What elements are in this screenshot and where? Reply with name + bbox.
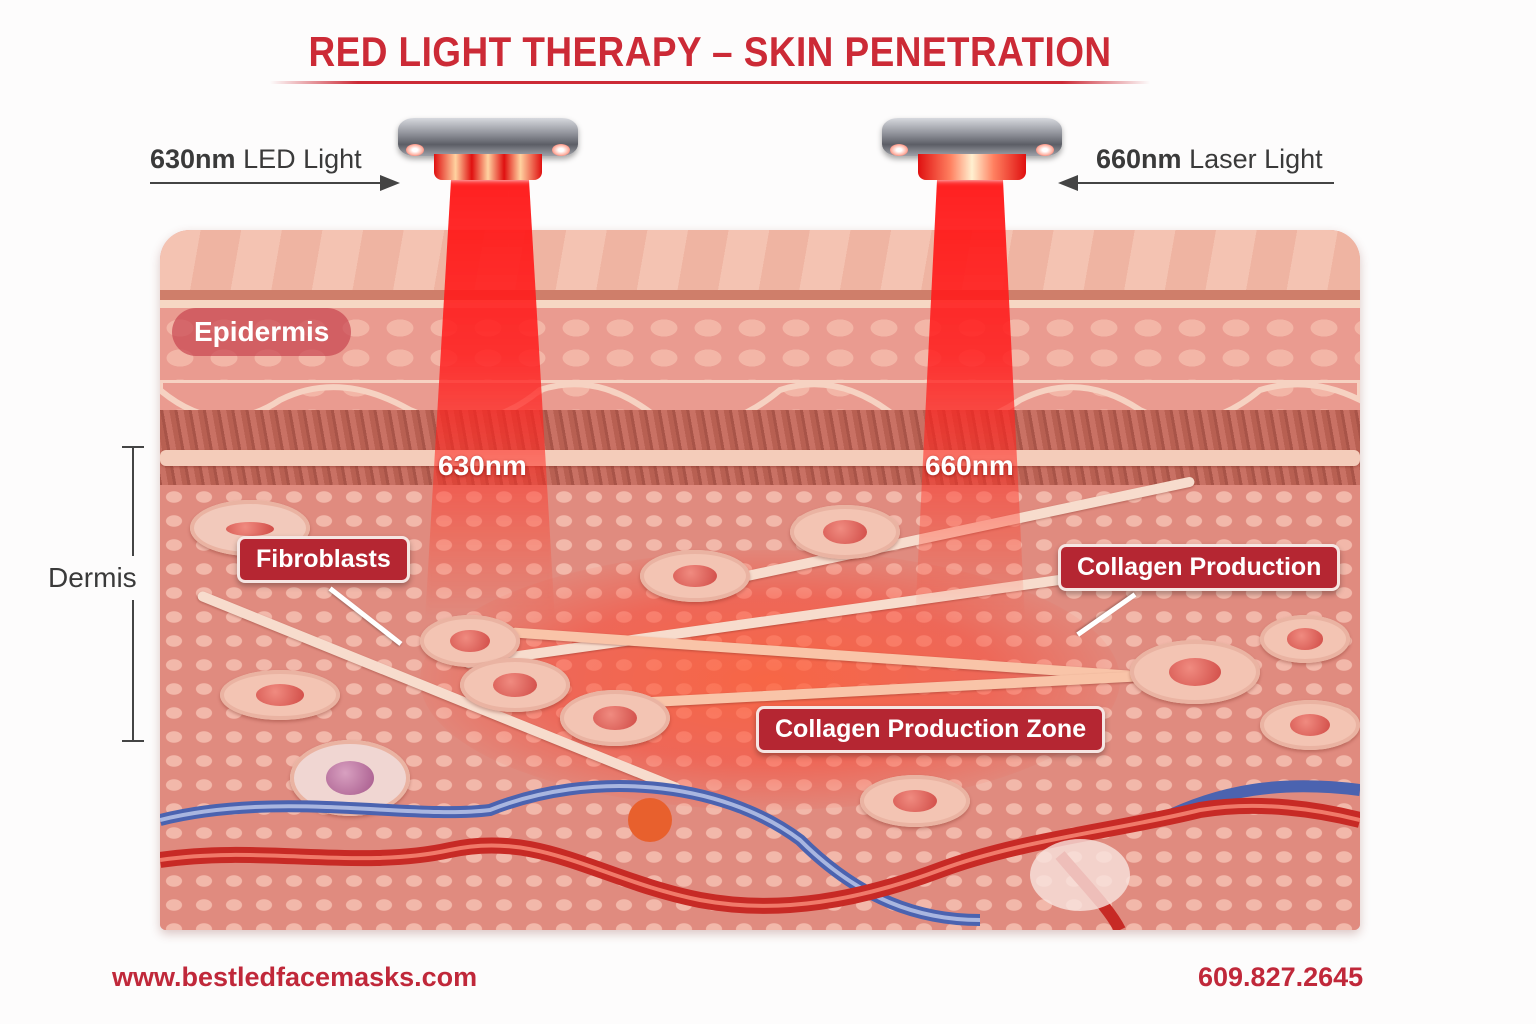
fibroblast-cell — [1130, 640, 1260, 704]
fibroblast-cell — [460, 658, 570, 712]
dermis-bracket-line — [132, 446, 134, 556]
red-blood-cell — [628, 798, 672, 842]
led-type: LED Light — [243, 144, 362, 174]
fibroblast-cell — [640, 550, 750, 602]
laser-device — [882, 118, 1062, 180]
beam-label-630nm: 630nm — [438, 450, 527, 481]
fibroblast-cell — [860, 775, 970, 827]
dermis-bracket-line — [132, 600, 134, 740]
led-wavelength: 630nm — [150, 144, 236, 174]
fibroblast-cell — [220, 670, 340, 720]
laser-device-label: 660nm Laser Light — [1096, 144, 1323, 175]
laser-arrow-head-icon — [1058, 175, 1078, 191]
fibroblast-cell — [1260, 615, 1350, 663]
epidermis-band-dark — [160, 290, 1360, 300]
stratum-corneum — [160, 230, 1360, 290]
led-arrow-line — [150, 182, 382, 184]
fibroblasts-callout: Fibroblasts — [237, 536, 410, 583]
laser-type: Laser Light — [1189, 144, 1323, 174]
website-link[interactable]: www.bestledfacemasks.com — [112, 962, 478, 992]
beam-label-660nm: 660nm — [925, 450, 1014, 481]
collagen-production-callout: Collagen Production — [1058, 544, 1341, 591]
collagen-zone-callout: Collagen Production Zone — [756, 706, 1106, 753]
diagram-title: RED LIGHT THERAPY – SKIN PENETRATION — [308, 28, 1112, 75]
fibroblast-cell — [560, 690, 670, 746]
blood-vessels — [160, 780, 1360, 930]
collagen-fiber — [160, 450, 1360, 466]
fibroblast-cell — [1260, 700, 1360, 750]
epidermis-band-light — [160, 300, 1360, 308]
epidermis-label: Epidermis — [172, 308, 352, 356]
dermis-bracket-bottom — [122, 740, 144, 742]
title-underline — [270, 81, 1150, 84]
led-device — [398, 118, 578, 180]
dermis-label: Dermis — [48, 562, 137, 593]
fat-cell — [1030, 839, 1130, 911]
laser-wavelength: 660nm — [1096, 144, 1182, 174]
led-arrow-head-icon — [380, 175, 400, 191]
fibroblast-cell — [790, 505, 900, 559]
led-device-label: 630nm LED Light — [150, 144, 362, 175]
phone-number[interactable]: 609.827.2645 — [1198, 962, 1364, 992]
laser-arrow-line — [1078, 182, 1334, 184]
